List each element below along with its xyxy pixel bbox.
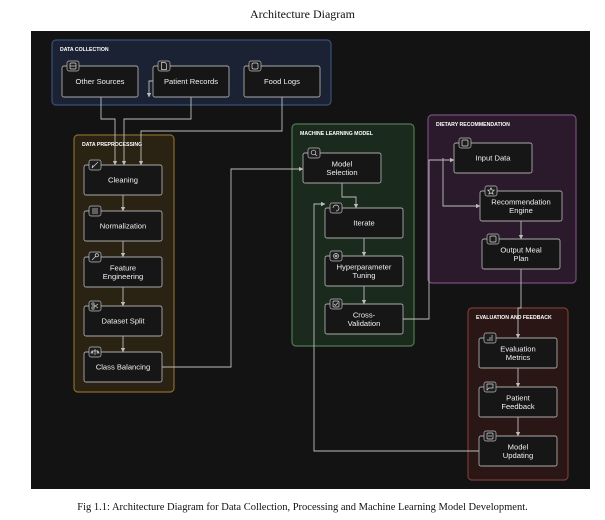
output-icon — [486, 233, 500, 245]
node-label-dataset-split: Dataset Split — [101, 317, 145, 326]
node-label-iterate: Iterate — [353, 219, 375, 228]
edge-food-logs-to-cleaning — [138, 97, 283, 166]
node-input-data: Input Data — [453, 137, 533, 174]
bar-chart-icon — [483, 332, 497, 344]
group-label-evaluation-feedback: EVALUATION AND FEEDBACK — [476, 315, 552, 321]
node-cross-validation: Cross-Validation — [324, 298, 404, 335]
node-label-output-meal-plan-line-2: Plan — [513, 254, 528, 263]
input-icon — [458, 137, 472, 149]
node-label-cross-validation-line-2: Validation — [348, 319, 381, 328]
node-label-recommendation-engine-line-2: Engine — [509, 206, 533, 215]
node-label-other-sources: Other Sources — [76, 77, 125, 86]
window-icon — [248, 60, 262, 72]
node-label-model-selection-line-1: Model — [332, 159, 353, 168]
node-label-hyperparameter-tuning-line-2: Tuning — [353, 271, 376, 280]
node-label-input-data: Input Data — [475, 154, 511, 163]
node-cleaning: Cleaning — [83, 159, 163, 196]
figure-caption: Fig 1.1: Architecture Diagram for Data C… — [77, 502, 528, 513]
node-label-cleaning: Cleaning — [108, 176, 138, 185]
edge-patient-records-to-cleaning — [121, 97, 192, 166]
node-label-feature-engineering-line-1: Feature — [110, 263, 136, 272]
edge-output-to-evaluation — [515, 269, 522, 339]
node-patient-records: Patient Records — [152, 60, 230, 98]
edge-input-to-recommendation — [442, 158, 481, 209]
node-label-output-meal-plan-line-1: Output Meal — [500, 245, 542, 254]
node-label-cross-validation-line-1: Cross- — [353, 310, 376, 319]
group-label-ml-model: MACHINE LEARNING MODEL — [300, 131, 374, 137]
node-label-recommendation-engine-line-1: Recommendation — [491, 197, 551, 206]
node-other-sources: Other Sources — [61, 60, 139, 98]
node-label-class-balancing: Class Balancing — [96, 363, 150, 372]
node-dataset-split: Dataset Split — [83, 300, 163, 337]
edge-cross-validation-to-input — [403, 157, 455, 320]
page-title: Architecture Diagram — [250, 7, 355, 21]
broom-icon — [88, 159, 102, 171]
node-label-feature-engineering-line-2: Engineering — [103, 272, 144, 281]
node-label-evaluation-metrics-line-2: Metrics — [506, 353, 531, 362]
node-label-model-updating-line-1: Model — [508, 442, 529, 451]
node-label-hyperparameter-tuning-line-1: Hyperparameter — [337, 262, 392, 271]
node-label-model-selection-line-2: Selection — [326, 168, 357, 177]
loop-icon — [329, 202, 343, 214]
edge-model-selection-to-iterate — [341, 183, 359, 209]
edge-balancing-to-model-selection — [162, 166, 304, 368]
star-icon — [484, 185, 498, 197]
node-label-model-updating-line-2: Updating — [503, 451, 533, 460]
node-label-normalization: Normalization — [100, 222, 146, 231]
check-icon — [329, 298, 343, 310]
node-label-patient-records: Patient Records — [164, 77, 218, 86]
group-label-data-preprocessing: DATA PREPROCESSING — [82, 142, 142, 148]
database-icon — [66, 60, 80, 72]
edge-other-sources-to-cleaning — [100, 97, 118, 166]
scale-icon — [88, 346, 102, 358]
search-icon — [307, 147, 321, 159]
group-label-data-collection: DATA COLLECTION — [60, 47, 109, 53]
node-label-patient-feedback-line-2: Feedback — [501, 402, 535, 411]
gear-icon — [329, 250, 343, 262]
node-food-logs: Food Logs — [243, 60, 321, 98]
refresh-icon — [483, 430, 497, 442]
node-label-food-logs: Food Logs — [264, 77, 300, 86]
edge-updating-to-iterate — [313, 201, 479, 452]
node-label-evaluation-metrics-line-1: Evaluation — [500, 344, 535, 353]
node-label-patient-feedback-line-1: Patient — [506, 393, 531, 402]
sliders-icon — [88, 205, 102, 217]
wrench-icon — [88, 251, 102, 263]
node-iterate: Iterate — [324, 202, 404, 239]
diagram-canvas: DATA COLLECTION DATA PREPROCESSING MACHINE… — [31, 31, 590, 489]
node-class-balancing: Class Balancing — [83, 346, 163, 383]
group-label-dietary-recommendation: DIETARY RECOMMENDATION — [436, 122, 510, 128]
node-normalization: Normalization — [83, 205, 163, 242]
file-icon — [157, 60, 171, 72]
architecture-diagram: DATA COLLECTION DATA PREPROCESSING MACHINE… — [51, 39, 577, 481]
scissors-icon — [88, 300, 102, 312]
edge-patient-records-to-other — [146, 80, 153, 98]
message-icon — [483, 381, 497, 393]
